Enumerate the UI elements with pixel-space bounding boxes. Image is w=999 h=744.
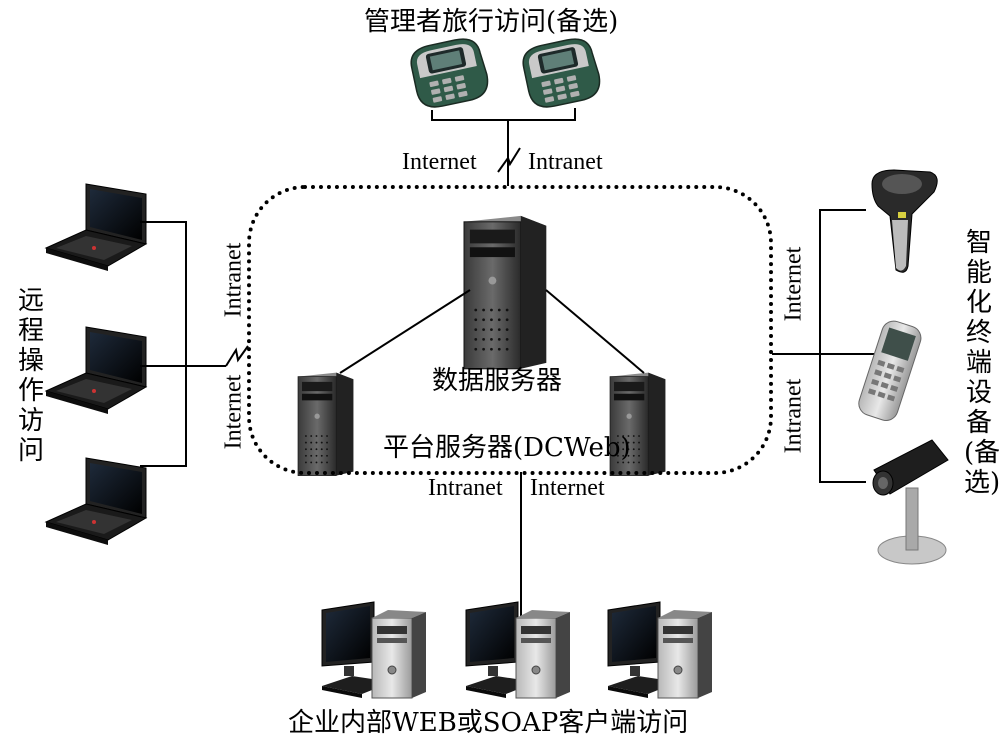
bottom-intranet-label: Intranet bbox=[428, 475, 503, 501]
handheld-terminal-icon bbox=[858, 320, 922, 421]
laptop-icon bbox=[45, 457, 147, 546]
server-link-left bbox=[339, 289, 471, 374]
phone-icon bbox=[519, 34, 605, 112]
data-server-label: 数据服务器 bbox=[432, 366, 563, 396]
top-title: 管理者旅行访问(备选) bbox=[364, 7, 619, 37]
top-link-break bbox=[497, 147, 521, 173]
server-link-right bbox=[545, 289, 645, 374]
left-intranet-label: Intranet bbox=[220, 242, 247, 318]
left-link-break bbox=[225, 345, 249, 367]
bottom-title: 企业内部WEB或SOAP客户端访问 bbox=[288, 708, 689, 738]
left-title: 远程操作访问 bbox=[17, 286, 44, 466]
phone-link bbox=[431, 108, 576, 121]
top-internet-label: Internet bbox=[402, 149, 477, 175]
desktop-pc-icon bbox=[321, 601, 427, 699]
desktop-pc-icon bbox=[607, 601, 713, 699]
desktop-pc-icon bbox=[465, 601, 571, 699]
barcode-scanner-icon bbox=[871, 169, 938, 273]
phone-icon bbox=[407, 34, 493, 112]
platform-boundary bbox=[247, 185, 773, 475]
right-internet-label: Internet bbox=[780, 246, 807, 322]
fixed-scanner-icon bbox=[872, 439, 949, 565]
left-internet-label: Internet bbox=[220, 374, 247, 450]
right-intranet-label: Intranet bbox=[780, 378, 807, 454]
top-intranet-label: Intranet bbox=[528, 149, 603, 175]
laptop-icon bbox=[45, 326, 147, 415]
laptop-icon bbox=[45, 183, 147, 272]
right-bus bbox=[819, 209, 866, 483]
platform-server-label: 平台服务器(DCWeb) bbox=[383, 433, 631, 463]
laptop-bus bbox=[140, 221, 187, 467]
bottom-internet-label: Internet bbox=[530, 475, 605, 501]
right-title: 智能化终端设备(备选) bbox=[964, 228, 999, 498]
